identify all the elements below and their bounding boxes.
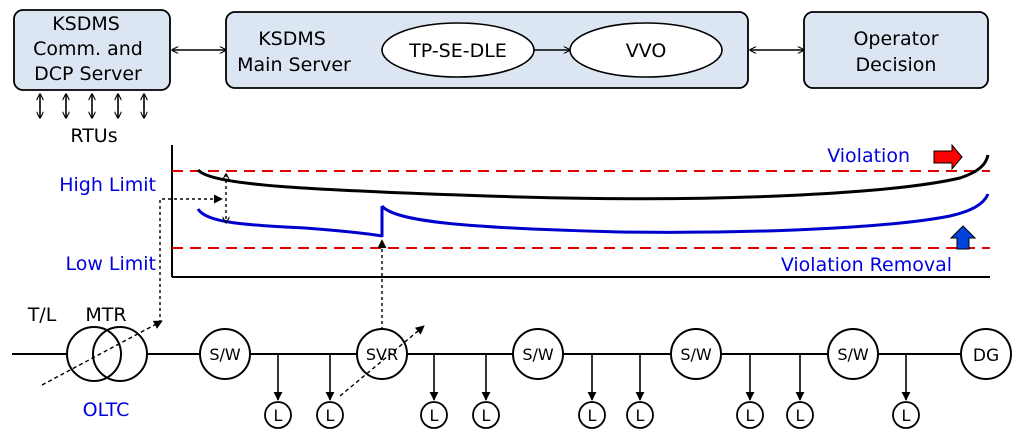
transformer-primary-coil bbox=[66, 326, 122, 382]
load-6: L bbox=[626, 354, 654, 429]
operator-line2: Decision bbox=[856, 54, 937, 76]
mtr-label: MTR bbox=[85, 304, 126, 326]
main-server-line2: Main Server bbox=[237, 54, 351, 76]
violation-removal-label: Violation Removal bbox=[781, 254, 952, 276]
main-server-line1: KSDMS bbox=[258, 28, 326, 50]
tpse-dle-label: TP-SE-DLE bbox=[408, 40, 507, 62]
comm-server-line2: Comm. and bbox=[33, 38, 143, 60]
switch-3-label: S/W bbox=[680, 345, 712, 364]
svr-tap-arrow bbox=[339, 325, 425, 397]
svr: SVR bbox=[356, 328, 408, 380]
voltage-curve-after-left bbox=[196, 208, 383, 238]
operator-line1: Operator bbox=[853, 28, 938, 50]
load-5-label: L bbox=[588, 406, 597, 425]
profile-axes bbox=[171, 145, 990, 278]
switch-3: S/W bbox=[670, 328, 722, 380]
load-2-label: L bbox=[326, 406, 335, 425]
load-3: L bbox=[420, 354, 448, 429]
load-7: L bbox=[736, 354, 764, 429]
oltc-tap-arrow bbox=[41, 320, 163, 386]
load-8: L bbox=[786, 354, 814, 429]
load-5: L bbox=[578, 354, 606, 429]
switch-2: S/W bbox=[512, 328, 564, 380]
low-limit-label: Low Limit bbox=[65, 253, 156, 275]
load-8-label: L bbox=[796, 406, 805, 425]
switch-4: S/W bbox=[827, 328, 879, 380]
rtus-label: RTUs bbox=[70, 125, 117, 147]
comm-server-line1: KSDMS bbox=[52, 13, 120, 35]
voltage-curve-before bbox=[196, 154, 990, 201]
load-6-label: L bbox=[636, 406, 645, 425]
switch-1: S/W bbox=[199, 328, 251, 380]
dg-label: DG bbox=[973, 346, 999, 366]
high-limit-label: High Limit bbox=[59, 174, 156, 196]
load-4: L bbox=[472, 354, 500, 429]
voltage-curve-after-right bbox=[380, 193, 990, 234]
vvo-module bbox=[569, 22, 723, 78]
tl-label: T/L bbox=[27, 304, 57, 326]
switch-4-label: S/W bbox=[837, 345, 869, 364]
load-4-label: L bbox=[482, 406, 491, 425]
load-7-label: L bbox=[746, 406, 755, 425]
switch-2-label: S/W bbox=[522, 345, 554, 364]
load-9: L bbox=[892, 354, 920, 429]
main-server-box: KSDMS Main Server TP-SE-DLE VVO bbox=[225, 11, 749, 89]
load-9-label: L bbox=[902, 406, 911, 425]
load-1: L bbox=[264, 354, 292, 429]
load-2: L bbox=[316, 354, 344, 429]
violation-label: Violation bbox=[827, 145, 910, 167]
load-3-label: L bbox=[430, 406, 439, 425]
switch-1-label: S/W bbox=[209, 345, 241, 364]
dg-unit: DG bbox=[960, 328, 1012, 380]
comm-server-line3: DCP Server bbox=[34, 63, 142, 85]
svr-label: SVR bbox=[366, 345, 398, 364]
violation-arrow bbox=[933, 143, 963, 171]
load-1-label: L bbox=[274, 406, 283, 425]
oltc-label: OLTC bbox=[83, 399, 130, 421]
violation-removal-arrow bbox=[949, 225, 977, 250]
vvo-label: VVO bbox=[626, 40, 667, 62]
comm-server-box: KSDMS Comm. and DCP Server bbox=[13, 9, 171, 91]
rtu-links bbox=[40, 94, 144, 118]
operator-box: Operator Decision bbox=[803, 11, 989, 89]
